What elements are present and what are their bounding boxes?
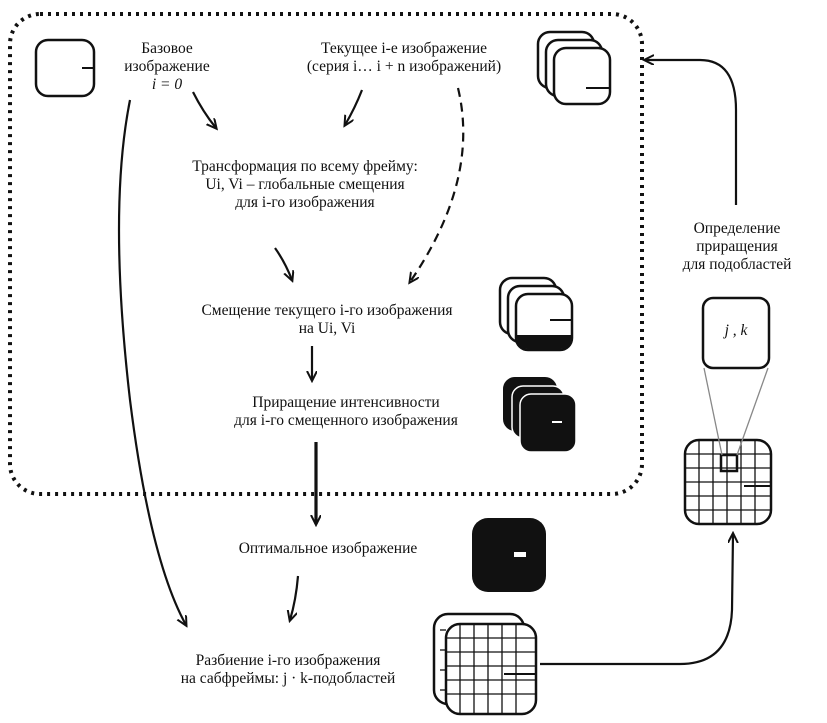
arrow-base-to-partition bbox=[117, 99, 186, 625]
optimal-label: Оптимальное изображение bbox=[204, 540, 452, 558]
base-image-line2: изображение bbox=[124, 58, 210, 75]
base-image-line1: Базовое bbox=[141, 40, 193, 57]
shifted-images-icon bbox=[498, 276, 574, 352]
shift-line2: на Ui, Vi bbox=[298, 320, 356, 337]
intensity-line1: Приращение интенсивности bbox=[252, 394, 440, 411]
subregion-label: j , k bbox=[724, 322, 748, 339]
arrow-base-to-transform bbox=[192, 91, 216, 128]
intensity-images-icon bbox=[503, 377, 577, 453]
base-image-icon bbox=[34, 38, 96, 98]
arrow-optimal-to-partition bbox=[290, 575, 300, 620]
shift-line1: Смещение текущего i-го изображения bbox=[201, 302, 453, 319]
transform-line2: Ui, Vi – глобальные смещения bbox=[205, 176, 405, 193]
zoom-lines bbox=[703, 367, 769, 456]
grid-frames-icon bbox=[432, 612, 538, 716]
transform-label: Трансформация по всему фрейму: Ui, Vi – … bbox=[150, 158, 460, 212]
arrow-transform-to-shift bbox=[274, 247, 292, 280]
arrow-current-to-shift-dashed bbox=[410, 87, 465, 282]
increment-label: Определение приращения для подобластей bbox=[660, 220, 814, 274]
partition-line1: Разбиение i-го изображения bbox=[195, 652, 381, 669]
arrow-current-to-transform bbox=[345, 89, 364, 125]
partition-label: Разбиение i-го изображения на сабфреймы:… bbox=[150, 652, 426, 688]
current-image-line2: (серия i… i + n изображений) bbox=[306, 58, 502, 75]
base-image-line3: i = 0 bbox=[151, 76, 183, 93]
arrow-increment-to-series bbox=[645, 60, 738, 205]
intensity-label: Приращение интенсивности для i-го смещен… bbox=[200, 394, 492, 430]
base-image-label: Базовое изображение i = 0 bbox=[116, 40, 218, 94]
transform-line1: Трансформация по всему фрейму: bbox=[192, 158, 418, 175]
increment-line2: приращения bbox=[696, 238, 778, 255]
optimal-line1: Оптимальное изображение bbox=[238, 540, 418, 557]
intensity-line2: для i-го смещенного изображения bbox=[234, 412, 458, 429]
optimal-image-icon bbox=[472, 518, 546, 592]
arrow-grid-to-subregion bbox=[540, 534, 733, 666]
image-series-icon bbox=[536, 30, 612, 106]
current-image-line1: Текущее i-е изображение bbox=[320, 40, 488, 57]
current-image-label: Текущее i-е изображение (серия i… i + n … bbox=[284, 40, 524, 76]
shift-label: Смещение текущего i-го изображения на Ui… bbox=[168, 302, 486, 338]
subregion-grid-icon bbox=[683, 438, 773, 526]
partition-line2: на сабфреймы: j · k-подобластей bbox=[180, 670, 396, 687]
transform-line3: для i-го изображения bbox=[235, 194, 375, 211]
increment-line3: для подобластей bbox=[682, 256, 792, 273]
increment-line1: Определение bbox=[693, 220, 781, 237]
subregion-zoom-box bbox=[701, 296, 771, 370]
